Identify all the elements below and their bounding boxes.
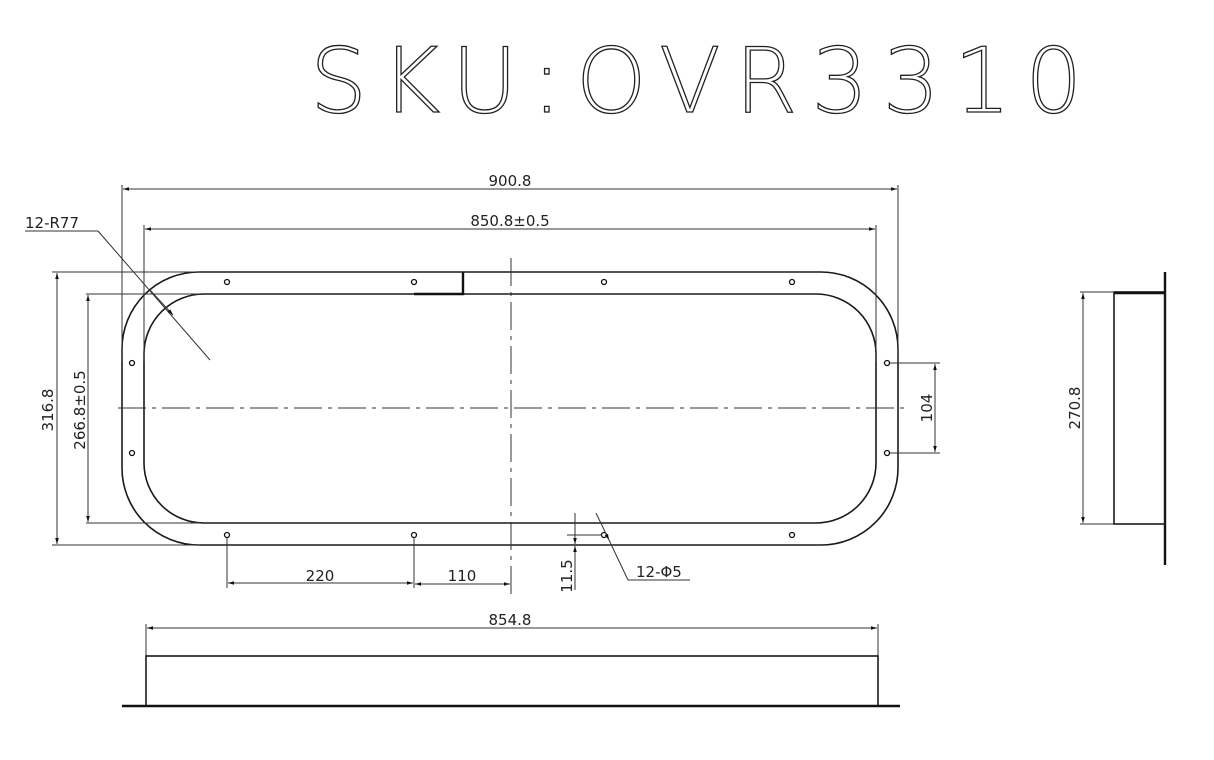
side-body-outline <box>1113 291 1166 525</box>
front-view: 854.8 <box>122 611 900 708</box>
dim-front-width: 854.8 <box>489 611 532 629</box>
hole <box>223 278 231 286</box>
dim-hole-edge-offset: 11.5 <box>558 559 576 592</box>
front-body-outline <box>145 655 879 707</box>
top-view: 900.8 850.8±0.5 316.8 266.8±0.5 12-R77 1… <box>25 172 940 595</box>
hole <box>600 278 608 286</box>
mounting-holes <box>128 278 891 539</box>
dim-hole-spacing-vertical: 104 <box>918 394 936 423</box>
dim-hole-spacing-horizontal: 220 <box>306 567 335 585</box>
dim-hole-offset-center: 110 <box>448 567 477 585</box>
hole <box>410 278 418 286</box>
hole <box>883 449 891 457</box>
seam-detail <box>414 272 465 296</box>
dim-side-height: 270.8 <box>1066 387 1084 430</box>
dim-overall-width: 900.8 <box>489 172 532 190</box>
hole <box>410 531 418 539</box>
corner-radius-callout: 12-R77 <box>25 214 79 232</box>
hole <box>128 449 136 457</box>
hole <box>883 359 891 367</box>
side-view: 270.8 <box>1066 272 1167 565</box>
hole <box>223 531 231 539</box>
hole <box>788 531 796 539</box>
hole-callout: 12-Φ5 <box>636 563 682 581</box>
dim-overall-height: 316.8 <box>39 389 57 432</box>
sku-title: SKU:OVR3310 <box>310 29 1096 134</box>
hole <box>788 278 796 286</box>
dim-inner-width: 850.8±0.5 <box>470 212 549 230</box>
hole <box>128 359 136 367</box>
dim-inner-height: 266.8±0.5 <box>71 370 89 449</box>
